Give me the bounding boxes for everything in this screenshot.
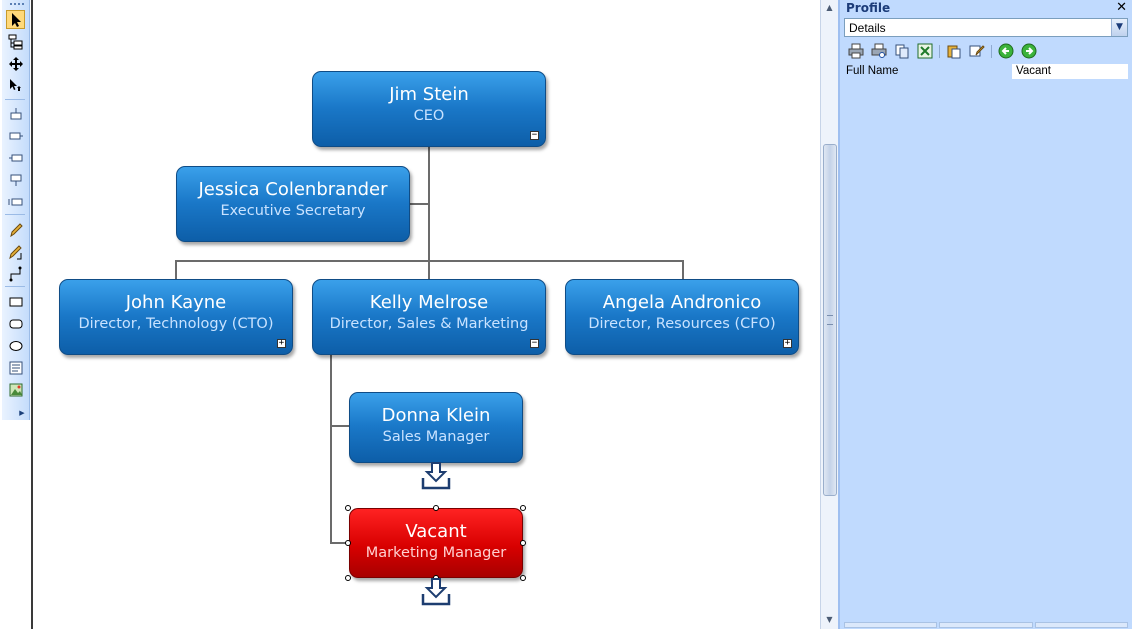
full-name-field[interactable]: Vacant [1012, 64, 1128, 79]
org-node-vacant-marketing-manager[interactable]: Vacant Marketing Manager [349, 508, 523, 578]
node-name: John Kayne [125, 292, 227, 313]
rounded-rectangle-icon[interactable] [6, 314, 25, 333]
org-node-secretary[interactable]: Jessica Colenbrander Executive Secretary [176, 166, 410, 242]
toolbar-separator [5, 286, 25, 287]
connector-line [175, 260, 177, 280]
ellipse-icon[interactable] [6, 336, 25, 355]
org-node-cto[interactable]: John Kayne Director, Technology (CTO) + [59, 279, 293, 355]
back-arrow-icon[interactable] [998, 43, 1016, 60]
toolbar-expand-icon[interactable]: ▶ [19, 409, 25, 417]
node-name: Kelly Melrose [369, 292, 489, 313]
collapse-toggle[interactable]: − [530, 338, 539, 348]
panel-bottom-tab[interactable] [939, 622, 1033, 628]
hierarchy-icon[interactable] [6, 32, 25, 51]
selection-handle[interactable] [520, 505, 526, 511]
export-excel-icon[interactable] [917, 43, 935, 60]
toolbar-separator [5, 99, 25, 100]
org-node-sales-manager[interactable]: Donna Klein Sales Manager [349, 392, 523, 463]
toolbar-separator [991, 45, 992, 58]
node-title: Director, Resources (CFO) [588, 316, 776, 332]
expand-toggle[interactable]: + [783, 338, 792, 348]
selection-handle[interactable] [345, 540, 351, 546]
org-node-ceo[interactable]: Jim Stein CEO − [312, 71, 546, 147]
connector-right-icon[interactable] [6, 148, 25, 167]
selection-handle[interactable] [520, 575, 526, 581]
scroll-down-icon[interactable]: ▼ [826, 615, 833, 624]
toolbar-grip[interactable] [10, 3, 24, 7]
connector-middle-icon[interactable] [6, 192, 25, 211]
canvas-vertical-scrollbar[interactable]: ▲ ▼ [820, 0, 838, 629]
eraser-pencil-icon[interactable] [6, 242, 25, 261]
property-row-full-name: Full Name Vacant [844, 64, 1128, 79]
view-select[interactable]: Details ▼ [844, 18, 1128, 37]
pencil-icon[interactable] [6, 220, 25, 239]
paste-icon[interactable] [946, 43, 964, 60]
forward-arrow-icon[interactable] [1021, 43, 1039, 60]
node-name: Jim Stein [389, 84, 469, 105]
scroll-thumb[interactable] [823, 144, 837, 496]
node-title: Sales Manager [382, 429, 490, 445]
panel-bottom-tab[interactable] [844, 622, 938, 628]
connector-top-icon[interactable] [6, 104, 25, 123]
org-node-cfo[interactable]: Angela Andronico Director, Resources (CF… [565, 279, 799, 355]
connector-left-icon[interactable] [6, 126, 25, 145]
pan-move-icon[interactable] [6, 54, 25, 73]
assistant-tray-icon[interactable] [421, 578, 451, 606]
node-title: Executive Secretary [220, 203, 366, 219]
assistant-tray-icon[interactable] [421, 462, 451, 490]
copy-icon[interactable] [894, 43, 912, 60]
connector-line [330, 425, 350, 427]
node-name: Jessica Colenbrander [198, 179, 388, 200]
elbow-connector-icon[interactable] [6, 264, 25, 283]
selection-handle[interactable] [345, 575, 351, 581]
toolbar-separator [5, 214, 25, 215]
org-chart-canvas[interactable]: Jim Stein CEO − Jessica Colenbrander Exe… [33, 0, 820, 629]
picture-icon[interactable] [6, 380, 25, 399]
collapse-toggle[interactable]: − [530, 130, 539, 140]
toolbar-separator [939, 45, 940, 58]
node-name: Angela Andronico [602, 292, 762, 313]
node-title: Marketing Manager [365, 545, 507, 561]
connector-line [428, 260, 430, 280]
panel-title: Profile [846, 1, 891, 15]
connector-line [330, 542, 350, 544]
selection-handle[interactable] [345, 505, 351, 511]
node-title: Director, Sales & Marketing [329, 316, 529, 332]
profile-panel: Profile ✕ Details ▼ Full Name Vacant [838, 0, 1132, 629]
left-toolbar: ▶ [0, 0, 31, 629]
selection-handle[interactable] [520, 540, 526, 546]
select-pointer-icon[interactable] [6, 10, 25, 29]
move-node-icon[interactable] [6, 76, 25, 95]
org-node-sales-director[interactable]: Kelly Melrose Director, Sales & Marketin… [312, 279, 546, 355]
close-icon[interactable]: ✕ [1116, 0, 1127, 15]
node-name: Vacant [405, 521, 467, 542]
node-title: CEO [413, 108, 445, 124]
connector-line [428, 147, 430, 263]
thumb-grip [827, 315, 833, 325]
rectangle-icon[interactable] [6, 292, 25, 311]
chevron-down-icon[interactable]: ▼ [1111, 19, 1127, 36]
connector-line [330, 355, 332, 544]
property-label: Full Name [846, 65, 899, 77]
node-title: Director, Technology (CTO) [78, 316, 274, 332]
selection-handle[interactable] [433, 505, 439, 511]
node-name: Donna Klein [381, 405, 491, 426]
text-box-icon[interactable] [6, 358, 25, 377]
expand-toggle[interactable]: + [277, 338, 286, 348]
panel-bottom-tabs [844, 622, 1128, 628]
view-select-value: Details [849, 21, 886, 35]
panel-bottom-tab[interactable] [1034, 622, 1128, 628]
print-icon[interactable] [848, 43, 866, 60]
connector-line [410, 203, 429, 205]
connector-line [682, 260, 684, 280]
scroll-up-icon[interactable]: ▲ [826, 3, 833, 12]
connector-bottom-icon[interactable] [6, 170, 25, 189]
edit-icon[interactable] [969, 43, 987, 60]
canvas-left-border [31, 0, 33, 629]
print-preview-icon[interactable] [871, 43, 889, 60]
